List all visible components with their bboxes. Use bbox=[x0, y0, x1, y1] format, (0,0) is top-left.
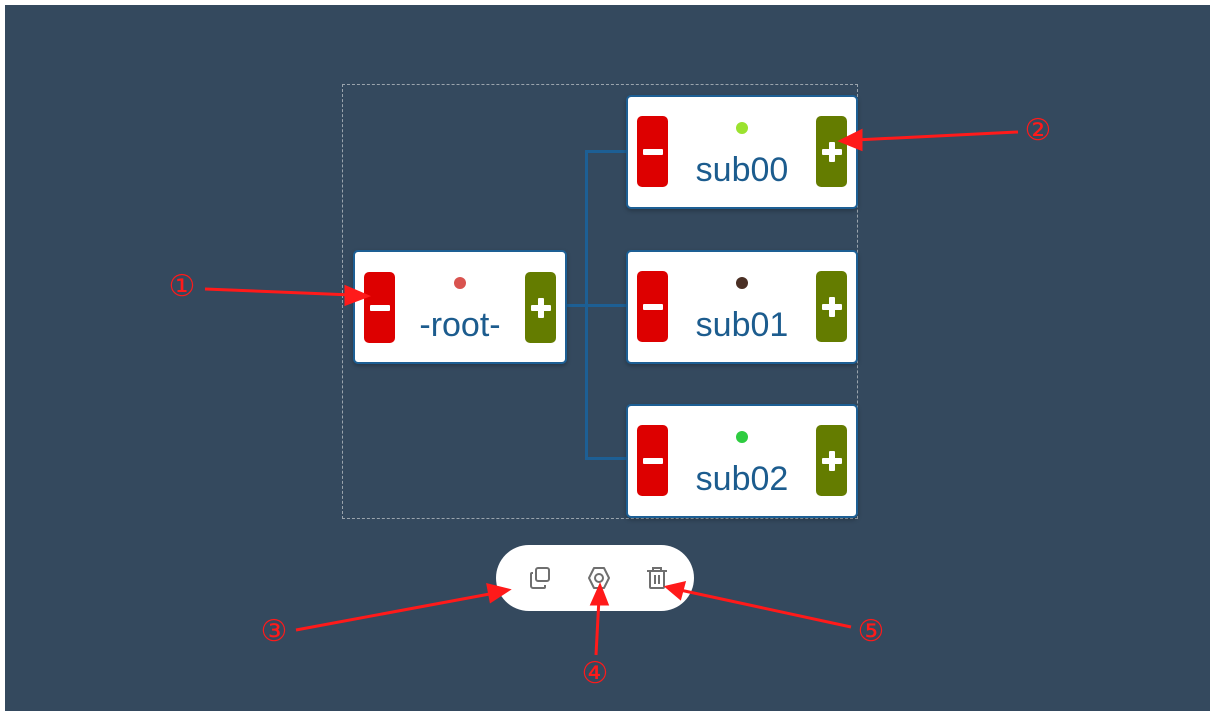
annotation-2: ② bbox=[1024, 114, 1052, 147]
connector-sub00 bbox=[585, 150, 629, 153]
node-sub01[interactable]: sub01 bbox=[626, 250, 858, 364]
expand-button[interactable] bbox=[816, 271, 847, 342]
collapse-button[interactable] bbox=[364, 272, 395, 343]
node-label: sub00 bbox=[695, 151, 789, 189]
connector-sub01 bbox=[585, 304, 629, 307]
node-root[interactable]: -root- bbox=[353, 250, 567, 364]
connector-sub02 bbox=[585, 457, 629, 460]
trash-icon[interactable] bbox=[642, 563, 672, 593]
connector-root-out bbox=[567, 304, 585, 307]
annotation-3: ③ bbox=[260, 615, 288, 648]
minus-icon bbox=[369, 304, 390, 311]
node-label: sub02 bbox=[695, 460, 789, 498]
expand-button[interactable] bbox=[525, 272, 556, 343]
status-dot bbox=[736, 277, 748, 289]
status-dot bbox=[736, 122, 748, 134]
collapse-button[interactable] bbox=[637, 116, 668, 187]
settings-icon[interactable] bbox=[584, 563, 614, 593]
annotation-1: ① bbox=[168, 270, 196, 303]
node-label: -root- bbox=[419, 306, 501, 344]
collapse-button[interactable] bbox=[637, 271, 668, 342]
minus-icon bbox=[642, 303, 663, 310]
node-sub02[interactable]: sub02 bbox=[626, 404, 858, 518]
node-sub00[interactable]: sub00 bbox=[626, 95, 858, 209]
copy-icon[interactable] bbox=[526, 563, 556, 593]
minus-icon bbox=[642, 148, 663, 155]
node-label: sub01 bbox=[695, 306, 789, 344]
status-dot bbox=[736, 431, 748, 443]
annotation-5: ⑤ bbox=[857, 615, 885, 648]
expand-button[interactable] bbox=[816, 425, 847, 496]
annotation-4: ④ bbox=[581, 657, 609, 690]
minus-icon bbox=[642, 457, 663, 464]
collapse-button[interactable] bbox=[637, 425, 668, 496]
expand-button[interactable] bbox=[816, 116, 847, 187]
status-dot bbox=[454, 277, 466, 289]
